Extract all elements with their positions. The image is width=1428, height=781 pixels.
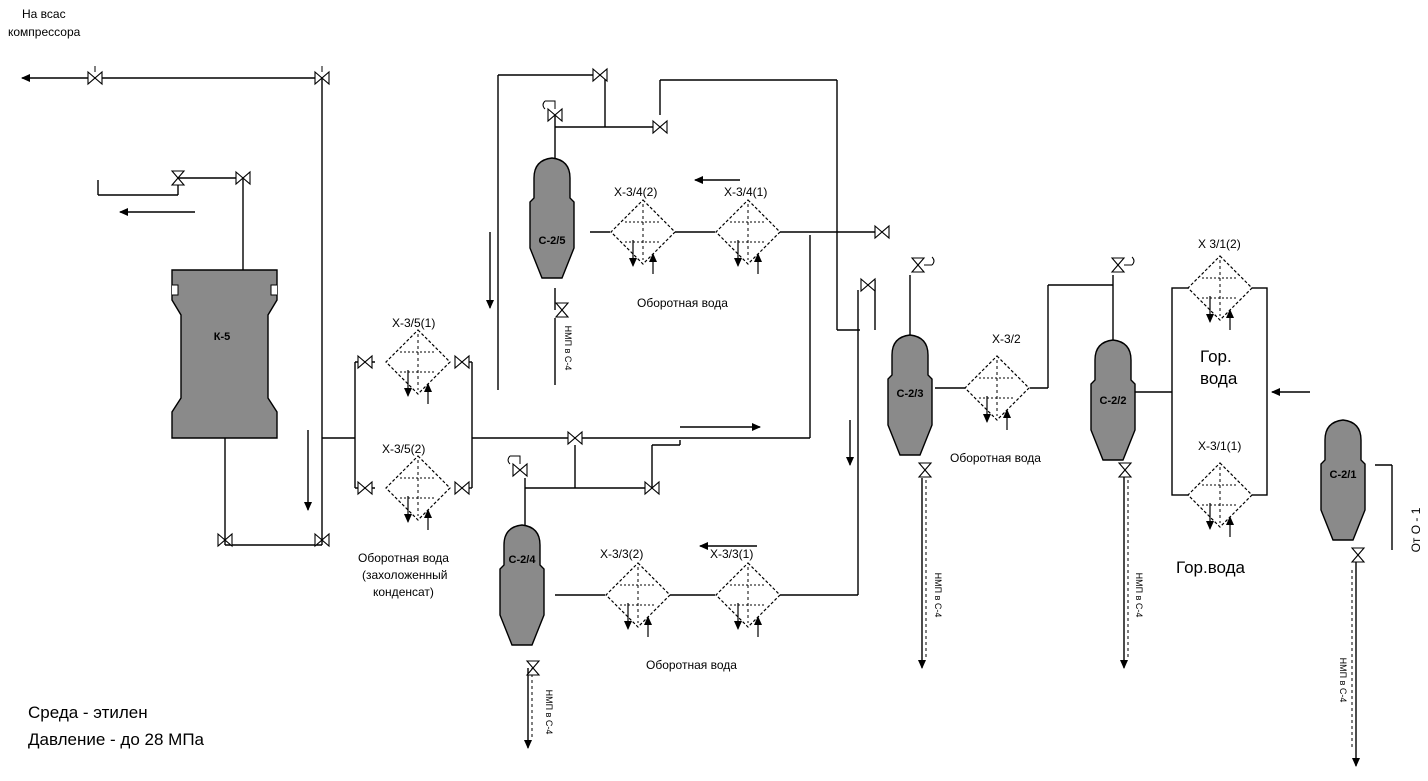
x332-label: Х-3/3(2) <box>600 547 643 561</box>
cw-label-x33: Оборотная вода <box>646 658 737 672</box>
cw-cond-label-1: Оборотная вода <box>358 551 449 565</box>
exchanger-x311 <box>1187 462 1253 537</box>
exchanger-x341 <box>715 199 781 274</box>
nmp-label-c24: НМП в С-4 <box>544 690 554 735</box>
cw-cond-label-3: конденсат) <box>373 585 434 599</box>
suction-label-2: компрессора <box>8 25 81 39</box>
vessel-c24: С-2/4 <box>499 524 545 646</box>
exchanger-x312 <box>1187 255 1253 330</box>
pressure-label: Давление - до 28 МПа <box>28 730 205 749</box>
hot-water-label-top-1: Гор. <box>1200 347 1232 366</box>
from-o1-label: От О - 1 <box>1409 507 1423 552</box>
x342-label: Х-3/4(2) <box>614 185 657 199</box>
cw-label-x32: Оборотная вода <box>950 451 1041 465</box>
cw-label-x34: Оборотная вода <box>637 296 728 310</box>
x311-label: Х-3/1(1) <box>1198 439 1241 453</box>
c23-label: С-2/3 <box>897 388 924 400</box>
c21-label: С-2/1 <box>1330 469 1357 481</box>
x352-label: Х-3/5(2) <box>382 442 425 456</box>
suction-label-1: На всас <box>22 7 66 21</box>
vessel-c23: С-2/3 <box>887 334 933 456</box>
medium-label: Среда - этилен <box>28 703 148 722</box>
vessel-c25: С-2/5 <box>529 157 575 279</box>
exchanger-x351 <box>385 329 451 404</box>
nmp-label-c25: НМП в С-4 <box>563 326 573 371</box>
valves <box>87 66 1366 676</box>
k5-label: К-5 <box>214 331 231 343</box>
x312-label: Х 3/1(2) <box>1198 237 1241 251</box>
exchanger-x331 <box>715 562 781 637</box>
vessel-c21: С-2/1 <box>1320 419 1366 541</box>
vessel-c22: С-2/2 <box>1090 339 1136 461</box>
c22-label: С-2/2 <box>1100 395 1127 407</box>
x32-label: Х-3/2 <box>992 332 1021 346</box>
c24-label: С-2/4 <box>509 554 537 566</box>
hot-water-label-top-2: вода <box>1200 369 1238 388</box>
nmp-label-c23: НМП в С-4 <box>933 573 943 618</box>
exchanger-x32 <box>964 355 1030 430</box>
c25-label: С-2/5 <box>539 235 566 247</box>
exchanger-x352 <box>385 455 451 530</box>
vessel-k5: К-5 <box>171 269 278 439</box>
nmp-label-c22: НМП в С-4 <box>1134 573 1144 618</box>
exchanger-x332 <box>605 562 671 637</box>
nmp-label-c21: НМП в С-4 <box>1338 658 1348 703</box>
x341-label: Х-3/4(1) <box>724 185 767 199</box>
x331-label: Х-3/3(1) <box>710 547 753 561</box>
exchanger-x342 <box>610 199 676 274</box>
cw-cond-label-2: (захоложенный <box>362 568 447 582</box>
hot-water-label-bottom: Гор.вода <box>1176 558 1246 577</box>
x351-label: Х-3/5(1) <box>392 316 435 330</box>
